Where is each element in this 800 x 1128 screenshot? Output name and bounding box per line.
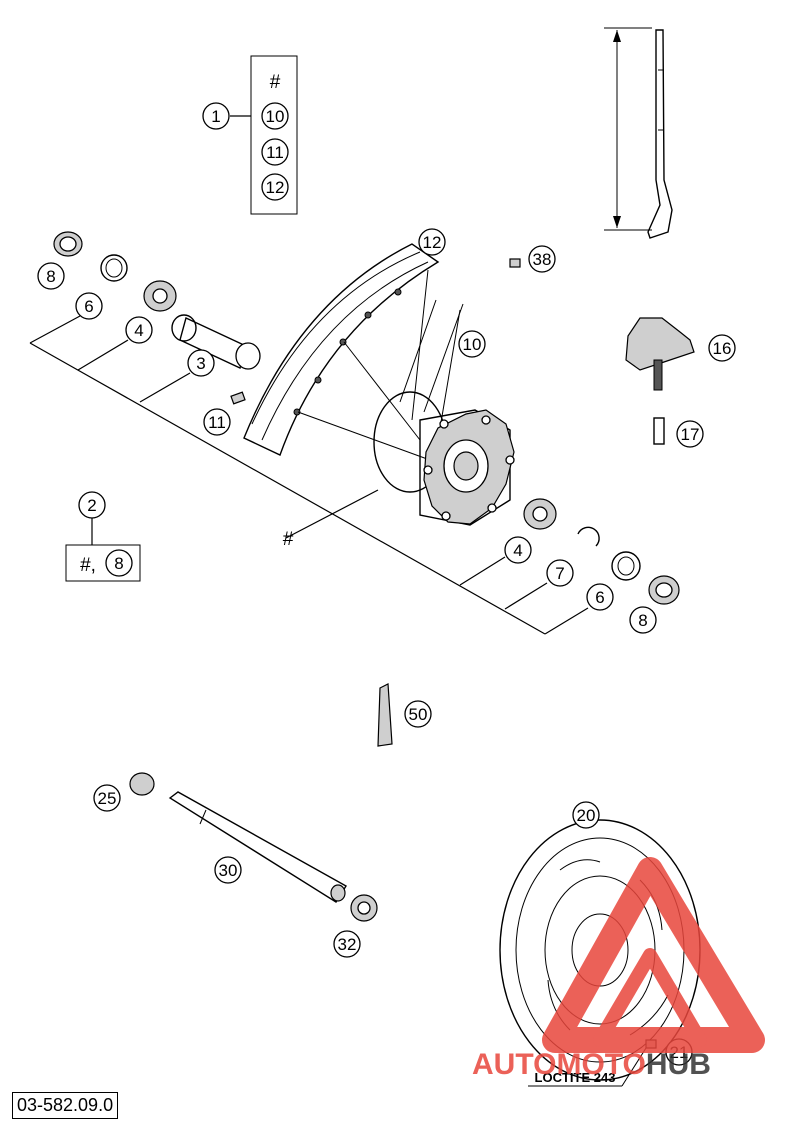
svg-text:4: 4 bbox=[134, 321, 143, 340]
svg-text:1: 1 bbox=[211, 107, 220, 126]
svg-text:50: 50 bbox=[409, 705, 428, 724]
left-bearing-parts bbox=[53, 231, 261, 370]
wheel-axle bbox=[168, 791, 347, 903]
svg-text:7: 7 bbox=[555, 564, 564, 583]
distance-sleeve-3 bbox=[179, 317, 247, 369]
svg-text:12: 12 bbox=[423, 233, 442, 252]
callout-11[interactable]: 11 bbox=[203, 408, 231, 436]
callout-30[interactable]: 30 bbox=[214, 856, 242, 884]
callout-50[interactable]: 50 bbox=[404, 700, 432, 728]
callout-10[interactable]: 10 bbox=[458, 330, 486, 358]
kit-2-box bbox=[65, 544, 141, 582]
callout-25[interactable]: 25 bbox=[93, 784, 121, 812]
callout-20[interactable]: 20 bbox=[572, 801, 600, 829]
watermark-logo: AUTOMOTOHUB bbox=[472, 857, 765, 1081]
callout-10-kit[interactable]: 10 bbox=[261, 102, 289, 130]
seal-ring-left bbox=[100, 254, 128, 282]
svg-text:6: 6 bbox=[84, 297, 93, 316]
drawing-number: 03-582.09.0 bbox=[12, 1092, 119, 1119]
svg-text:8: 8 bbox=[114, 554, 123, 573]
kit-1-box bbox=[250, 55, 298, 215]
valve-insert bbox=[653, 417, 665, 445]
callout-6-right[interactable]: 6 bbox=[586, 583, 614, 611]
svg-text:25: 25 bbox=[98, 789, 117, 808]
svg-text:38: 38 bbox=[533, 250, 552, 269]
seal-ring-right bbox=[611, 551, 641, 581]
callout-16[interactable]: 16 bbox=[708, 334, 736, 362]
svg-text:8: 8 bbox=[46, 267, 55, 286]
callout-3[interactable]: 3 bbox=[187, 349, 215, 377]
valve-cover bbox=[625, 317, 695, 371]
rim bbox=[243, 243, 440, 456]
circlip bbox=[577, 526, 600, 547]
svg-text:6: 6 bbox=[595, 588, 604, 607]
wheel-hub bbox=[373, 391, 515, 526]
svg-text:11: 11 bbox=[208, 413, 226, 432]
callout-6-left[interactable]: 6 bbox=[75, 292, 103, 320]
svg-text:4: 4 bbox=[513, 541, 522, 560]
callout-8-left[interactable]: 8 bbox=[37, 262, 65, 290]
axle-parts bbox=[129, 772, 378, 922]
svg-text:16: 16 bbox=[713, 339, 732, 358]
svg-text:10: 10 bbox=[463, 335, 482, 354]
svg-text:11: 11 bbox=[266, 143, 284, 162]
kit-2-group: #, bbox=[65, 518, 141, 582]
callout-2[interactable]: 2 bbox=[78, 491, 106, 519]
right-bearing-parts bbox=[523, 498, 680, 605]
loctite-label: LOCTITE 243 bbox=[535, 1070, 616, 1085]
svg-text:20: 20 bbox=[577, 806, 596, 825]
grease-tube bbox=[377, 683, 393, 747]
svg-text:32: 32 bbox=[338, 935, 357, 954]
callout-12[interactable]: 12 bbox=[418, 228, 446, 256]
callout-4-left[interactable]: 4 bbox=[125, 316, 153, 344]
callout-1[interactable]: 1 bbox=[202, 102, 230, 130]
callout-32[interactable]: 32 bbox=[333, 930, 361, 958]
svg-text:17: 17 bbox=[681, 425, 700, 444]
svg-text:30: 30 bbox=[219, 861, 238, 880]
spoke-dimension bbox=[604, 27, 673, 239]
axle-nut bbox=[129, 772, 155, 796]
loctite-note: LOCTITE 243 bbox=[528, 1047, 647, 1087]
spoke-nipple bbox=[230, 391, 246, 405]
valve-assembly bbox=[625, 317, 695, 445]
kit-2-label: #, bbox=[80, 555, 96, 576]
kit-1-hash: # bbox=[270, 72, 281, 93]
callout-7[interactable]: 7 bbox=[546, 559, 574, 587]
svg-text:8: 8 bbox=[638, 611, 647, 630]
callout-8-right[interactable]: 8 bbox=[629, 606, 657, 634]
callout-38[interactable]: 38 bbox=[528, 245, 556, 273]
svg-text:10: 10 bbox=[266, 107, 285, 126]
svg-text:3: 3 bbox=[196, 354, 205, 373]
callout-12-kit[interactable]: 12 bbox=[261, 173, 289, 201]
rim-assembly bbox=[243, 243, 464, 461]
callout-17[interactable]: 17 bbox=[676, 420, 704, 448]
callout-11-kit[interactable]: 11 bbox=[261, 138, 289, 166]
svg-text:12: 12 bbox=[266, 178, 285, 197]
valve-cap bbox=[509, 258, 521, 268]
watermark-text: AUTOMOTOHUB bbox=[472, 1048, 711, 1081]
kit-1-group: 1 # 10 11 12 bbox=[202, 55, 298, 215]
hub-hash-label: # bbox=[283, 529, 294, 550]
callout-4-right[interactable]: 4 bbox=[504, 536, 532, 564]
spoke bbox=[647, 29, 673, 239]
callout-8-kit[interactable]: 8 bbox=[105, 549, 133, 577]
svg-text:2: 2 bbox=[87, 496, 96, 515]
leader-lines bbox=[29, 315, 589, 635]
spoke-line bbox=[297, 411, 431, 461]
